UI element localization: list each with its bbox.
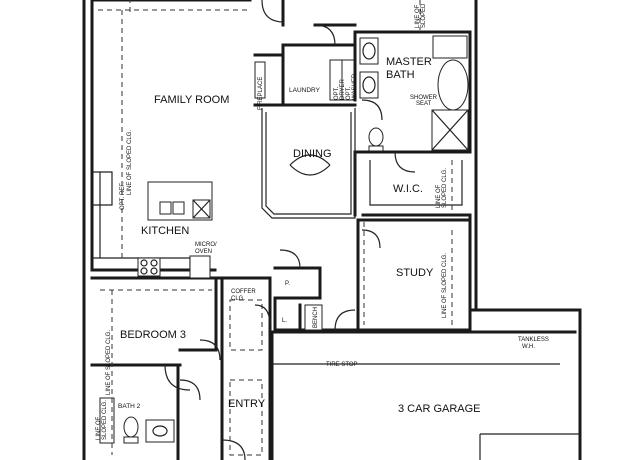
note-tankless: TANKLESS W.H. [518, 337, 551, 350]
note-micro-oven-line1: MICRO/ [195, 242, 217, 248]
toilet-bath2 [123, 416, 139, 438]
note-sloped-bedroom: LINE OF SLOPED CLG. [106, 330, 112, 395]
note-shower-seat-line2: SEAT [416, 101, 432, 107]
note-sloped-bath-line1: LINE OF [96, 416, 102, 440]
door-swings [164, 0, 416, 460]
note-opt-dryer-line2: DRYER [340, 78, 346, 100]
note-sloped-bath-line2: SLOPED CLG. [102, 400, 108, 440]
sink-basin-left [159, 201, 172, 215]
note-tankless-line1: TANKLESS [518, 337, 549, 343]
note-opt-washer-line2: WASHER [352, 73, 358, 100]
label-entry: ENTRY [228, 398, 266, 410]
note-opt-ref: OPT. REF. [120, 182, 126, 210]
note-shower-seat-line1: SHOWER [410, 95, 438, 101]
note-sloped-top-line1: LINE OF [415, 4, 421, 28]
sloped-ceiling-lines [98, 0, 453, 456]
note-shower-seat: SHOWER SEAT [410, 95, 439, 107]
bath2-tub [99, 397, 115, 444]
bench [304, 304, 323, 331]
note-opt-dryer: OPT. DRYER [334, 78, 346, 100]
note-sloped-top: LINE OF SLOPED [415, 3, 427, 28]
interior-lines [92, 35, 580, 460]
note-sloped-wic-line1: LINE OF [436, 184, 442, 208]
note-sloped-bath: LINE OF SLOPED CLG. [96, 400, 108, 440]
vanity-sink-1 [359, 37, 379, 65]
toilet-master [368, 127, 384, 147]
label-master-bath: MASTER BATH [386, 56, 435, 81]
range-cooktop [137, 257, 161, 277]
label-bedroom3: BEDROOM 3 [120, 329, 186, 341]
label-laundry: LAUNDRY [289, 87, 321, 94]
bathtub [437, 59, 469, 111]
tub-deck [432, 35, 468, 59]
label-master-bath-line2: BATH [386, 69, 415, 81]
fireplace-hearth [254, 61, 266, 99]
note-sloped-wic: LINE OF SLOPED CLG. [436, 168, 448, 208]
vanity-sink-2 [359, 71, 379, 99]
label-wic: W.I.C. [393, 183, 423, 195]
label-study: STUDY [396, 267, 434, 279]
note-sloped-top-line2: SLOPED [421, 3, 427, 28]
label-kitchen: KITCHEN [141, 225, 189, 237]
note-coffer-line1: COFFER [231, 289, 256, 295]
note-opt-washer-line1: OPT. [346, 86, 352, 100]
note-opt-dryer-line1: OPT. [334, 86, 340, 100]
micro-oven-unit [189, 255, 211, 279]
label-bath2: BATH 2 [118, 403, 141, 410]
note-tankless-line2: W.H. [522, 344, 535, 350]
note-micro-oven-line2: OVEN [195, 249, 212, 255]
note-opt-washer: OPT. WASHER [346, 73, 358, 100]
note-sloped-family: LINE OF SLOPED CLG. [127, 130, 133, 195]
note-micro-oven: MICRO/ OVEN [195, 242, 218, 255]
note-coffer: COFFER CLG. [231, 289, 257, 302]
note-fireplace: FIREPLACE [258, 77, 264, 110]
bath2-vanity [145, 419, 175, 443]
note-coffer-line2: CLG. [231, 296, 245, 302]
note-sloped-wic-line2: SLOPED CLG. [442, 168, 448, 208]
note-sloped-study: LINE OF SLOPED CLG. [442, 253, 448, 318]
note-pantry: P. [285, 281, 290, 287]
note-linen: L. [282, 318, 287, 324]
label-dining: DINING [293, 148, 332, 160]
labels: FAMILY ROOM LAUNDRY DINING W.I.C. KITCHE… [96, 3, 551, 440]
label-master-bath-line1: MASTER [386, 56, 432, 68]
label-family-room: FAMILY ROOM [154, 94, 229, 106]
sink-basin-right [172, 201, 185, 215]
opt-washer [341, 59, 355, 101]
label-garage: 3 CAR GARAGE [398, 403, 481, 415]
note-bench: BENCH [313, 307, 319, 328]
note-tire-stop: TIRE STOP [326, 362, 358, 368]
